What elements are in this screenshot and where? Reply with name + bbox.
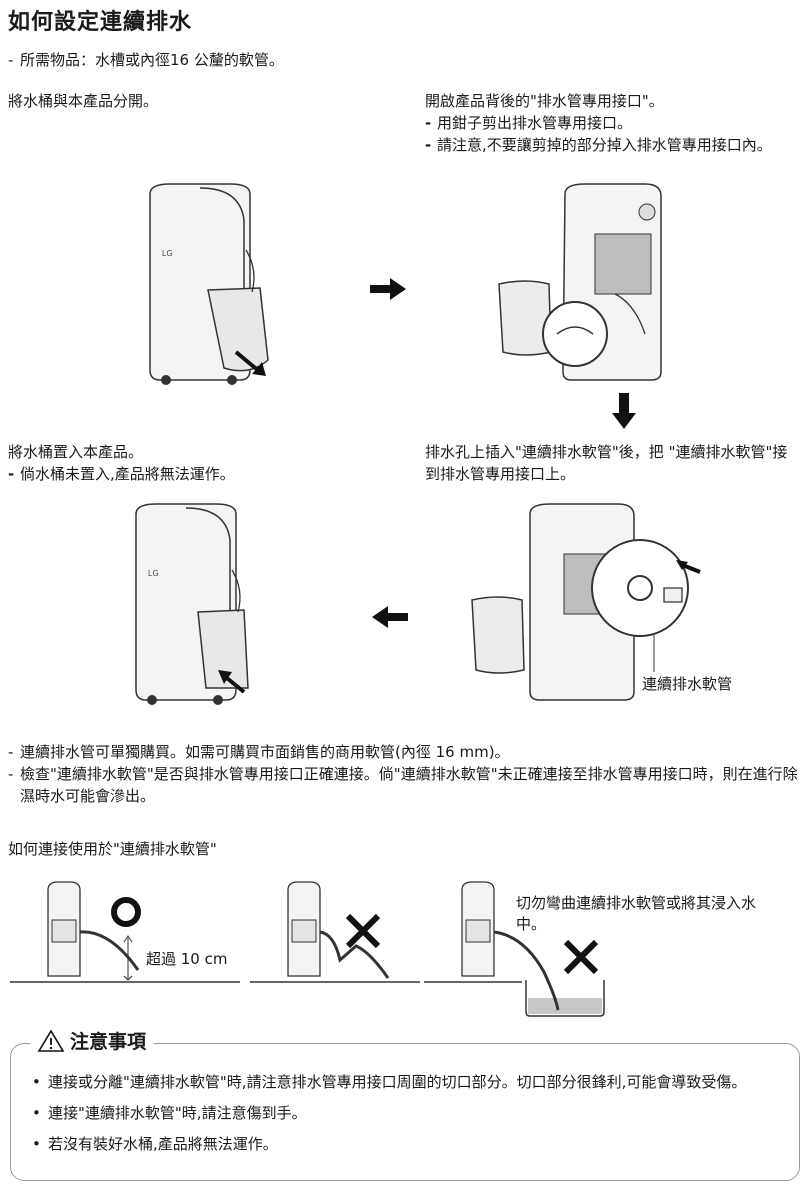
notes-box [10,1043,800,1181]
illustration-insert-bucket: LG [135,503,249,705]
illustration-connect-hose [471,503,701,701]
step4-text: 將水桶置入本產品。 倘水桶未置入,產品將無法運作。 [8,441,235,485]
notes-list: 連接或分離"連續排水軟管"時,請注意排水管專用接口周圍的切口部分。切口部分很鋒利… [32,1072,792,1165]
step4-title: 將水桶置入本產品。 [8,443,144,461]
diagram-submerged-wrong [424,881,605,1017]
illustration-remove-bucket: LG [149,183,269,385]
page-title: 如何設定連續排水 [8,10,193,35]
step1-text: 將水桶與本產品分開。 [8,92,159,110]
lg-logo: LG [148,569,159,578]
info-bullets: 連續排水管可單獨購買。如需可購買市面銷售的商用軟管(內徑 16 mm)。 檢查"… [8,741,798,807]
step2-title: 開啟產品背後的"排水管專用接口"。 [425,92,664,110]
note-item: 若沒有裝好水桶,產品將無法運作。 [32,1134,792,1155]
info-bullet-2: 檢查"連續排水軟管"是否與排水管專用接口正確連接。倘"連續排水軟管"未正確連接至… [8,763,798,807]
arrow-right-icon [370,278,406,300]
height-label: 超過 10 cm [146,950,228,968]
hose-label: 連續排水軟管 [642,675,733,693]
lg-logo: LG [162,249,173,258]
arrow-left-icon [372,606,408,628]
diagram-kinked-wrong [250,881,420,983]
required-items: 所需物品：水槽或內徑16 公釐的軟管。 [8,49,807,71]
note-item: 連接"連續排水軟管"時,請注意傷到手。 [32,1103,792,1124]
notes-heading-text: 注意事項 [70,1031,147,1053]
warning-triangle-icon [37,1028,65,1052]
arrow-down-icon [612,393,636,429]
step2-text: 開啟產品背後的"排水管專用接口"。 用鉗子剪出排水管專用接口。 請注意,不要讓剪… [425,90,797,156]
note-item: 連接或分離"連續排水軟管"時,請注意排水管專用接口周圍的切口部分。切口部分很鋒利… [32,1072,792,1093]
diagram-correct [10,881,240,983]
illustration-open-port [498,183,662,381]
step4-bullet: 倘水桶未置入,產品將無法運作。 [8,463,235,485]
step2-bullet-1: 用鉗子剪出排水管專用接口。 [425,112,797,134]
connect-title: 如何連接使用於"連續排水軟管" [8,840,217,858]
warning-text: 切勿彎曲連續排水軟管或將其浸入水中。 [516,894,757,933]
notes-heading: 注意事項 [30,1027,155,1054]
info-bullet-1: 連續排水管可單獨購買。如需可購買市面銷售的商用軟管(內徑 16 mm)。 [8,741,798,763]
x-mark-icon [345,913,381,949]
x-mark-icon [563,939,599,975]
step2-bullet-2: 請注意,不要讓剪掉的部分掉入排水管專用接口內。 [425,134,797,156]
step3-text: 排水孔上插入"連續排水軟管"後，把 "連續排水軟管"接到排水管專用接口上。 [425,443,788,483]
